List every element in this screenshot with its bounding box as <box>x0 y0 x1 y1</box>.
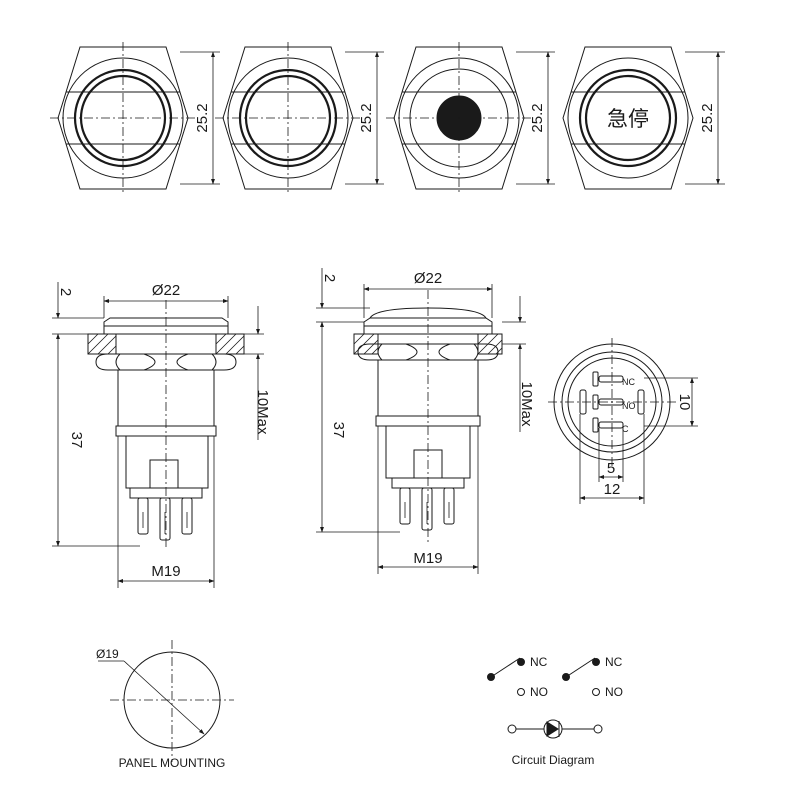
dim-2-view2: 2 <box>321 274 338 282</box>
circuit-diagram-caption: Circuit Diagram <box>512 753 595 767</box>
dim-25-2-view2: 25.2 <box>358 103 375 132</box>
circuit-nc-label-2: NC <box>605 655 623 669</box>
dim-diameter-22-view1: Ø22 <box>152 282 180 299</box>
dim-diameter-22-view2: Ø22 <box>414 270 442 287</box>
panel-hole-diameter: Ø19 <box>96 647 119 661</box>
side-view-dome <box>353 290 503 545</box>
side-view-dome-dimensions: Ø22 2 37 10Max M19 <box>316 268 535 574</box>
circuit-diagram: NC NO NC NO Circuit Diagram <box>487 655 623 767</box>
side-view-flat-dimensions: Ø22 2 37 10Max M19 <box>52 282 271 588</box>
dim-m19-view1: M19 <box>151 563 180 580</box>
dim-10max-view2: 10Max <box>518 381 535 427</box>
top-view-emergency-stop: 急停 <box>562 46 694 190</box>
terminal-label-no: NO <box>622 401 636 411</box>
dim-m19-view2: M19 <box>413 550 442 567</box>
emergency-stop-text: 急停 <box>607 107 649 131</box>
terminal-view-dimensions: 10 5 12 <box>579 377 698 504</box>
dim-25-2-view4: 25.2 <box>699 103 716 132</box>
dim-25-2-view1: 25.2 <box>194 103 211 132</box>
dim-37-view2: 37 <box>330 422 347 439</box>
top-view-ring-1 <box>50 42 196 195</box>
terminal-label-c: C <box>622 424 629 434</box>
side-view-flat <box>87 300 245 550</box>
dim-25-2-view3: 25.2 <box>529 103 546 132</box>
dim-2-view1: 2 <box>57 288 74 296</box>
dim-12-terminal: 12 <box>604 481 621 498</box>
panel-mounting: Ø19 PANEL MOUNTING <box>96 640 234 770</box>
dim-10max-view1: 10Max <box>254 389 271 435</box>
dim-25-2-group: 25.2 25.2 25.2 25.2 <box>180 51 725 185</box>
top-view-ring-2 <box>215 42 361 195</box>
terminal-view: NC NO C <box>548 338 676 468</box>
dim-10-terminal: 10 <box>676 394 693 411</box>
circuit-no-label-2: NO <box>605 685 623 699</box>
dim-5-terminal: 5 <box>607 460 615 477</box>
circuit-no-label-1: NO <box>530 685 548 699</box>
dim-37-view1: 37 <box>68 432 85 449</box>
terminal-label-nc: NC <box>622 377 635 387</box>
circuit-nc-label-1: NC <box>530 655 548 669</box>
top-view-dot <box>386 42 532 195</box>
panel-mounting-caption: PANEL MOUNTING <box>119 756 226 770</box>
